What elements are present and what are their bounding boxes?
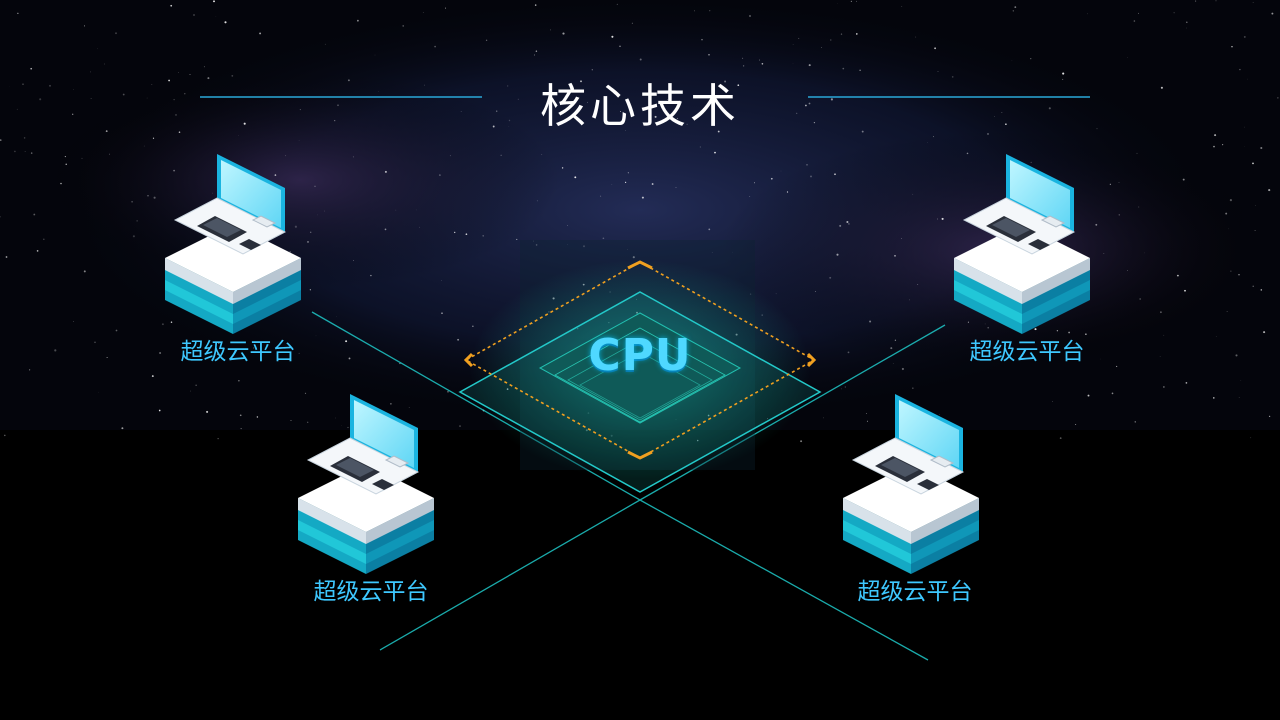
node-computer-bottom-right [843,394,979,574]
connector-bottom-left [379,499,641,651]
node-label-bottom-left: 超级云平台 [313,579,429,605]
cpu-frame-dashed [464,261,816,459]
node-label-top-left: 超级云平台 [180,339,296,365]
node-computer-bottom-left [298,394,434,574]
page-title: 核心技术 [540,79,740,133]
connector-bottom-right [639,499,929,661]
node-computer-top-right [954,154,1090,334]
cpu-label: CPU [588,330,692,381]
node-label-bottom-right: 超级云平台 [857,579,973,605]
node-computer-top-left [165,154,301,334]
node-label-top-right: 超级云平台 [969,339,1085,365]
cpu-chip [458,240,822,493]
